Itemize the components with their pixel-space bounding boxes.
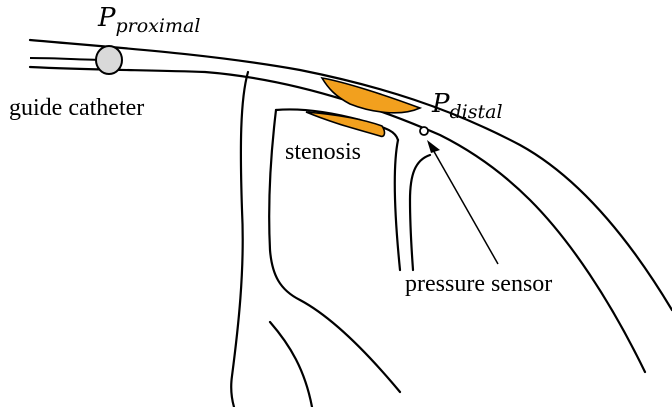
middle-branch-right-wall (395, 140, 400, 270)
p-distal-label: Pdistal (431, 89, 503, 123)
fork-lower-branch (270, 322, 312, 407)
pressure-sensor-arrowhead (427, 140, 440, 153)
guide-catheter-label: guide catheter (9, 95, 144, 121)
guide-catheter-tip (96, 46, 122, 74)
main-vessel-upper-wall (30, 40, 672, 310)
p-proximal-subscript: proximal (116, 15, 201, 37)
p-proximal-label: Pproximal (97, 3, 200, 37)
pressure-sensor-label: pressure sensor (405, 271, 552, 297)
upper-stenosis-plaque (322, 78, 420, 113)
side-branch-wall (410, 155, 430, 270)
p-distal-subscript: distal (450, 101, 503, 123)
p-distal-main: P (431, 89, 450, 119)
left-branch-outer-wall (231, 72, 248, 407)
pressure-sensor-marker (420, 127, 428, 135)
stenosis-label: stenosis (285, 139, 361, 165)
p-proximal-main: P (97, 3, 116, 33)
